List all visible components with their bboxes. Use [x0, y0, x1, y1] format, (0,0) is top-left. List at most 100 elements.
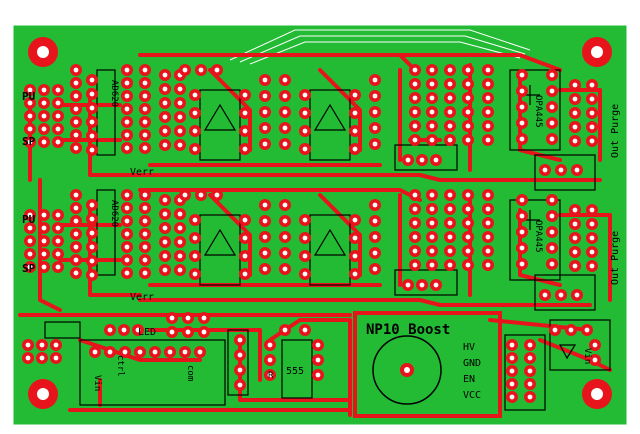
- solder-pad: [118, 324, 130, 336]
- solder-pad: [86, 269, 98, 281]
- solder-pad: [426, 92, 438, 104]
- solder-pad: [159, 264, 171, 276]
- solder-pad: [259, 106, 271, 118]
- solder-pad: [444, 120, 456, 132]
- solder-pad: [524, 339, 536, 351]
- np10-hv-label: HV: [463, 342, 475, 353]
- solder-pad: [546, 69, 558, 81]
- solder-pad: [24, 209, 36, 221]
- solder-pad: [86, 74, 98, 86]
- solder-pad: [86, 116, 98, 128]
- solder-pad: [279, 324, 291, 336]
- solder-pad: [402, 154, 414, 166]
- solder-pad: [426, 259, 438, 271]
- verr-bottom-label: Verr: [130, 292, 154, 303]
- solder-pad: [506, 378, 518, 390]
- solder-pad: [139, 64, 151, 76]
- solder-pad: [369, 122, 381, 134]
- solder-pad: [38, 136, 50, 148]
- solder-pad: [430, 279, 442, 291]
- solder-pad: [86, 102, 98, 114]
- solder-pad: [24, 136, 36, 148]
- solder-pad: [546, 226, 558, 238]
- solder-pad: [174, 125, 186, 137]
- timer-555-label: 555: [286, 366, 304, 377]
- solder-pad: [239, 125, 251, 137]
- solder-pad: [86, 199, 98, 211]
- solder-pad: [409, 92, 421, 104]
- solder-pad: [211, 64, 223, 76]
- solder-pad: [86, 88, 98, 100]
- ic-top-1-label: AD620: [109, 80, 119, 107]
- solder-pad: [516, 258, 528, 270]
- solder-pad: [586, 246, 598, 258]
- solder-pad: [589, 354, 601, 366]
- solder-pad: [179, 346, 191, 358]
- solder-pad: [279, 106, 291, 118]
- solder-pad: [462, 106, 474, 118]
- solder-pad: [524, 352, 536, 364]
- solder-pad: [482, 231, 494, 243]
- solder-pad: [402, 279, 414, 291]
- solder-pad: [312, 354, 324, 366]
- solder-pad: [586, 260, 598, 272]
- solder-pad: [516, 69, 528, 81]
- solder-pad: [462, 78, 474, 90]
- solder-pad: [121, 189, 133, 201]
- solder-pad: [462, 134, 474, 146]
- solder-pad: [462, 189, 474, 201]
- solder-pad: [119, 346, 131, 358]
- solder-pad: [139, 228, 151, 240]
- solder-pad: [369, 199, 381, 211]
- solder-pad: [516, 85, 528, 97]
- solder-pad: [86, 255, 98, 267]
- solder-pad: [462, 217, 474, 229]
- solder-pad: [259, 199, 271, 211]
- solder-pad: [121, 228, 133, 240]
- silkscreen-labels: PU SP PU SP AD620 AD620 OPA445 OPA445 Ve…: [22, 80, 621, 391]
- solder-pad: [546, 117, 558, 129]
- solder-pad: [349, 89, 361, 101]
- solder-pad: [482, 217, 494, 229]
- solder-pad: [86, 227, 98, 239]
- solder-pad: [516, 101, 528, 113]
- solder-pad: [139, 116, 151, 128]
- solder-pad: [139, 267, 151, 279]
- solder-pad: [189, 250, 201, 262]
- solder-pad: [239, 214, 251, 226]
- solder-pad: [70, 64, 82, 76]
- solder-pad: [444, 92, 456, 104]
- solder-pad: [166, 312, 178, 324]
- mounting-hole-bottom-left: [28, 379, 58, 409]
- solder-pad: [70, 77, 82, 89]
- solder-pad: [70, 254, 82, 266]
- solder-pad: [234, 364, 246, 376]
- r-label: R: [268, 371, 274, 381]
- solder-pad: [24, 110, 36, 122]
- solder-pad: [24, 97, 36, 109]
- solder-pad: [159, 125, 171, 137]
- solder-pad: [149, 346, 161, 358]
- solder-pad: [369, 74, 381, 86]
- solder-pad: [239, 143, 251, 155]
- solder-pad: [234, 349, 246, 361]
- solder-pad: [569, 218, 581, 230]
- solder-pad: [409, 245, 421, 257]
- solder-pad: [312, 369, 324, 381]
- solder-pad: [482, 106, 494, 118]
- solder-pad: [444, 78, 456, 90]
- solder-pad: [70, 116, 82, 128]
- solder-pad: [506, 339, 518, 351]
- solder-pad: [198, 312, 210, 324]
- solder-pad: [569, 121, 581, 133]
- solder-pad: [182, 326, 194, 338]
- solder-pad: [586, 93, 598, 105]
- solder-pad: [555, 164, 567, 176]
- solder-pad: [279, 199, 291, 211]
- solder-pad: [569, 107, 581, 119]
- solder-pad: [482, 64, 494, 76]
- solder-pad: [369, 138, 381, 150]
- solder-pad: [24, 235, 36, 247]
- solder-pad: [174, 222, 186, 234]
- solder-pad: [104, 324, 116, 336]
